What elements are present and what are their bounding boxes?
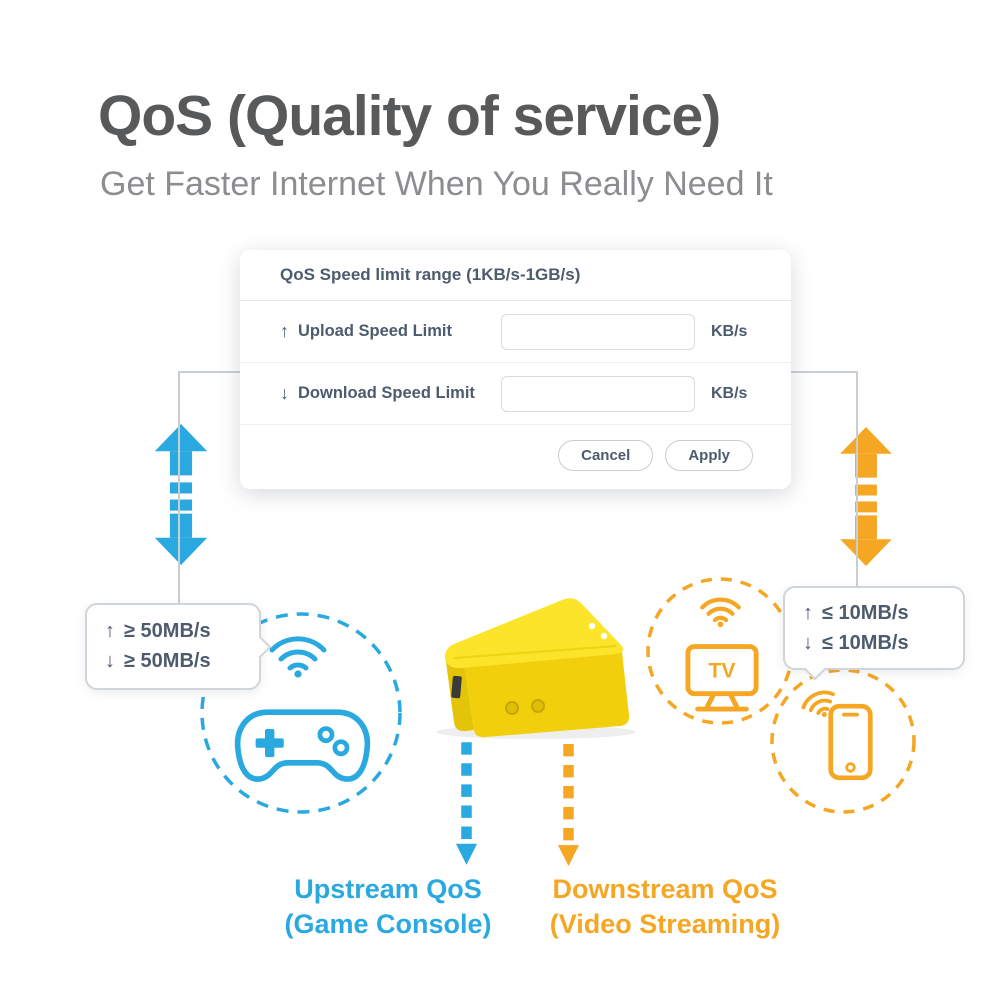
downstream-speed-bubble: ↑ ≤ 10MB/s ↓ ≤ 10MB/s	[783, 586, 965, 681]
downstream-down-line: ↓ ≤ 10MB/s	[803, 632, 945, 655]
download-speed-input[interactable]	[501, 375, 695, 412]
wifi-icon	[269, 636, 327, 678]
page-title: QoS (Quality of service)	[98, 84, 721, 148]
connector-line-left	[178, 371, 242, 606]
up-arrow-icon: ↑	[803, 601, 813, 624]
up-arrow-icon: ↑	[280, 321, 289, 341]
down-arrow-icon: ↓	[803, 631, 813, 654]
apply-button[interactable]: Apply	[665, 440, 753, 471]
downstream-caption-line2: (Video Streaming)	[549, 909, 781, 939]
upload-download-arrow-blue	[154, 424, 208, 565]
upload-speed-unit: KB/s	[711, 322, 748, 340]
down-arrow-icon: ↓	[280, 383, 289, 403]
router-device	[436, 598, 636, 739]
downstream-dashed-arrow	[558, 744, 579, 867]
downstream-up-value: ≤ 10MB/s	[822, 601, 909, 624]
upstream-dashed-arrow	[455, 742, 478, 865]
downstream-caption: Downstream QoS (Video Streaming)	[532, 872, 798, 942]
downstream-up-line: ↑ ≤ 10MB/s	[803, 602, 945, 625]
tv-screen-label: TV	[709, 659, 736, 682]
upstream-caption-line1: Upstream QoS	[294, 874, 482, 904]
downstream-caption-line1: Downstream QoS	[552, 874, 778, 904]
downstream-down-value: ≤ 10MB/s	[822, 631, 909, 654]
qos-speed-limit-dialog: QoS Speed limit range (1KB/s-1GB/s) ↑ Up…	[240, 250, 791, 489]
upload-speed-input[interactable]	[501, 313, 695, 350]
wifi-icon	[700, 597, 741, 628]
upload-download-arrow-orange	[840, 427, 892, 566]
tv-icon: TV	[685, 644, 759, 712]
game-console-dashed-circle	[200, 612, 402, 814]
download-speed-label: Download Speed Limit	[298, 384, 475, 402]
dialog-title: QoS Speed limit range (1KB/s-1GB/s)	[240, 250, 791, 301]
upstream-down-value: ≥ 50MB/s	[124, 650, 211, 672]
game-controller-icon	[234, 709, 371, 782]
upstream-caption: Upstream QoS (Game Console)	[268, 872, 508, 942]
cancel-button[interactable]: Cancel	[558, 440, 654, 471]
upstream-speed-bubble: ↑ ≥ 50MB/s ↓ ≥ 50MB/s	[85, 603, 272, 690]
smartphone-icon	[828, 703, 873, 781]
upstream-caption-line2: (Game Console)	[284, 909, 492, 939]
upload-speed-row: ↑ Upload Speed Limit KB/s	[240, 301, 791, 363]
download-speed-unit: KB/s	[711, 384, 748, 402]
wifi-icon	[801, 690, 835, 717]
connector-line-right	[790, 371, 858, 588]
smartphone-dashed-circle	[770, 668, 916, 814]
upstream-down-line: ↓ ≥ 50MB/s	[105, 650, 241, 673]
download-speed-row: ↓ Download Speed Limit KB/s	[240, 363, 791, 425]
page-subtitle: Get Faster Internet When You Really Need…	[100, 165, 773, 203]
upload-speed-label: Upload Speed Limit	[298, 322, 453, 340]
upstream-up-line: ↑ ≥ 50MB/s	[105, 620, 241, 643]
dialog-footer: Cancel Apply	[240, 425, 791, 471]
up-arrow-icon: ↑	[105, 620, 115, 642]
upstream-up-value: ≥ 50MB/s	[124, 620, 211, 642]
down-arrow-icon: ↓	[105, 650, 115, 672]
